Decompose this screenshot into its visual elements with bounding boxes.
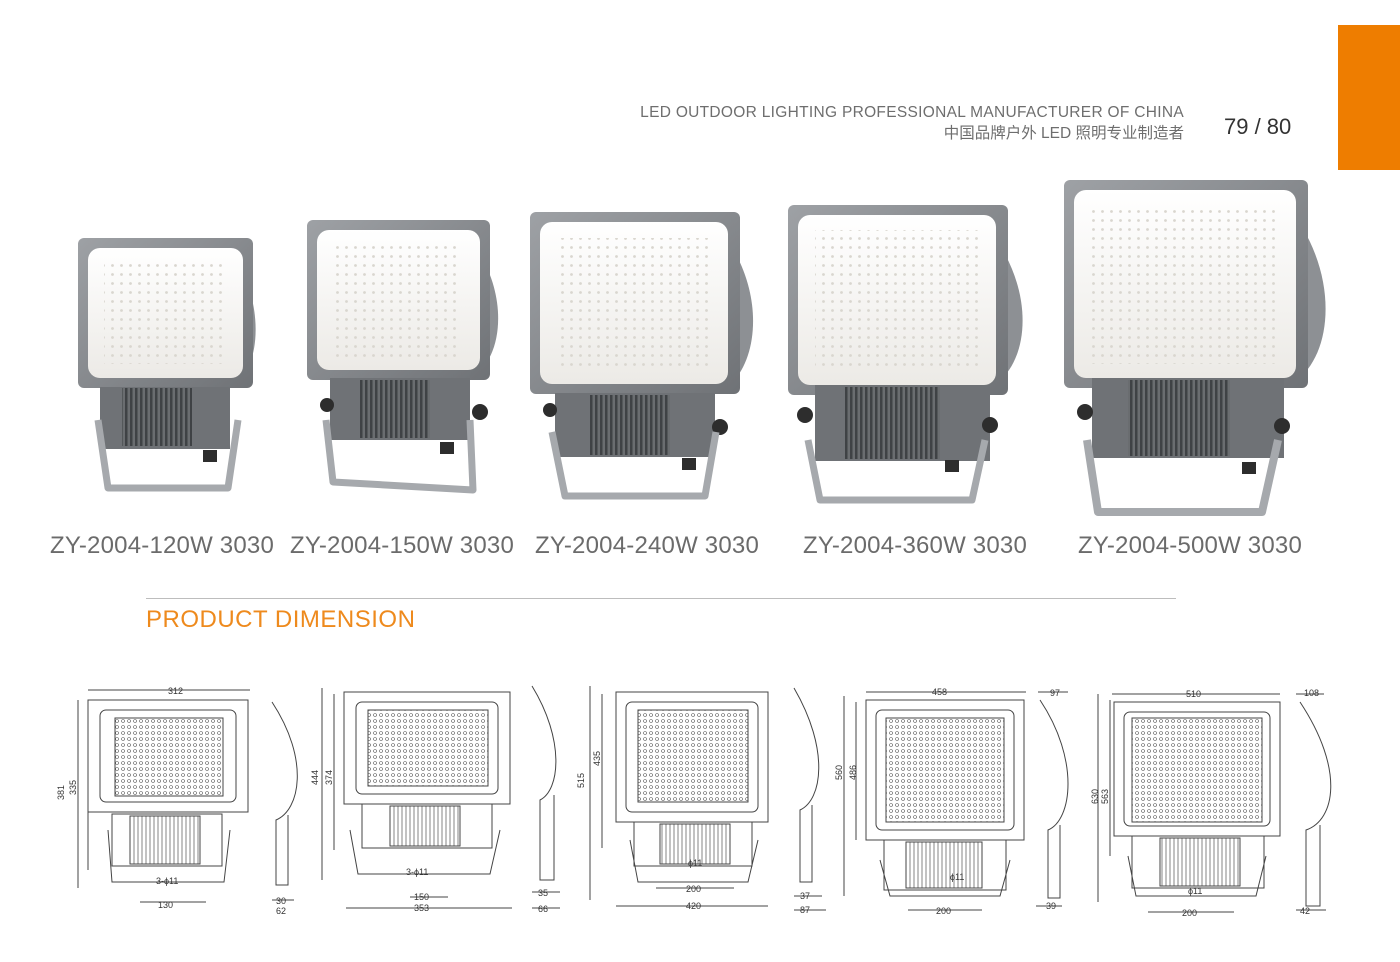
- model-name-120w: ZY-2004-120W 3030: [50, 532, 274, 559]
- dimension-drawing-360w: [843, 691, 1069, 911]
- dim-3-height-body: 435: [592, 751, 602, 766]
- product-photos: [78, 180, 1326, 516]
- dim-2-height-total: 444: [310, 770, 320, 785]
- dim-3-side-b: 87: [800, 905, 810, 915]
- dim-2-mount: 3-ϕ11: [406, 867, 428, 877]
- dimension-drawing-240w: [589, 686, 826, 911]
- product-photo-360w: [788, 205, 1023, 504]
- dim-5-depth: 108: [1304, 688, 1319, 698]
- dim-3-height-total: 515: [576, 773, 586, 788]
- product-photo-240w: [530, 212, 754, 500]
- dim-2-width-total: 353: [414, 903, 429, 913]
- model-name-500w: ZY-2004-500W 3030: [1078, 532, 1302, 559]
- dim-1-mount: 3-ϕ11: [156, 876, 178, 886]
- product-photo-150w: [307, 220, 499, 494]
- dim-1-mount-spacing: 130: [158, 900, 173, 910]
- dim-4-width: 458: [932, 687, 947, 697]
- dim-1-side-a: 30: [276, 896, 286, 906]
- product-photo-120w: [78, 238, 256, 492]
- dim-3-mount-spacing: 200: [686, 884, 701, 894]
- dim-2-side-b: 66: [538, 904, 548, 914]
- dim-1-height-total: 381: [56, 785, 66, 800]
- model-name-240w: ZY-2004-240W 3030: [535, 532, 759, 559]
- dim-5-mount: ϕ11: [1188, 886, 1202, 896]
- dim-4-mount-spacing: 200: [936, 906, 951, 916]
- dim-5-width: 510: [1186, 689, 1201, 699]
- dim-3-side-a: 37: [800, 891, 810, 901]
- header-tagline-en: LED OUTDOOR LIGHTING PROFESSIONAL MANUFA…: [640, 104, 1184, 121]
- section-divider: [146, 598, 1176, 599]
- dimension-drawing-150w: [321, 685, 560, 909]
- header-tagline-cn: 中国品牌户外 LED 照明专业制造者: [943, 125, 1184, 142]
- dim-3-width-total: 420: [686, 901, 701, 911]
- page-number: 79 / 80: [1224, 114, 1292, 139]
- dim-4-mount: ϕ11: [950, 872, 964, 882]
- dim-5-side-a: 42: [1300, 906, 1310, 916]
- dim-1-width: 312: [168, 686, 183, 696]
- dim-2-side-a: 35: [538, 888, 548, 898]
- dim-4-height-total: 560: [834, 765, 844, 780]
- dimension-drawing-500w: [1097, 693, 1332, 913]
- dim-4-depth: 97: [1050, 688, 1060, 698]
- model-name-360w: ZY-2004-360W 3030: [803, 532, 1027, 559]
- dim-5-height-body: 563: [1100, 789, 1110, 804]
- dim-5-height-total: 630: [1090, 789, 1100, 804]
- orange-corner-tab: [1338, 25, 1400, 170]
- model-name-150w: ZY-2004-150W 3030: [290, 532, 514, 559]
- dimension-drawings: 312 381 335 3-ϕ11 130 30 62 444 374 3-ϕ1…: [56, 685, 1332, 918]
- dim-5-mount-spacing: 200: [1182, 908, 1197, 918]
- dimension-drawing-120w: [77, 689, 298, 903]
- dim-1-height-body: 335: [68, 780, 78, 795]
- dim-3-mount: ϕ11: [688, 858, 702, 868]
- dim-2-height-body: 374: [324, 770, 334, 785]
- dim-2-mount-spacing: 150: [414, 892, 429, 902]
- dim-4-height-body: 486: [848, 765, 858, 780]
- dim-1-side-b: 62: [276, 906, 286, 916]
- dim-4-side-a: 39: [1046, 901, 1056, 911]
- product-dimension-title: PRODUCT DIMENSION: [146, 606, 416, 633]
- product-photo-500w: [1064, 180, 1326, 516]
